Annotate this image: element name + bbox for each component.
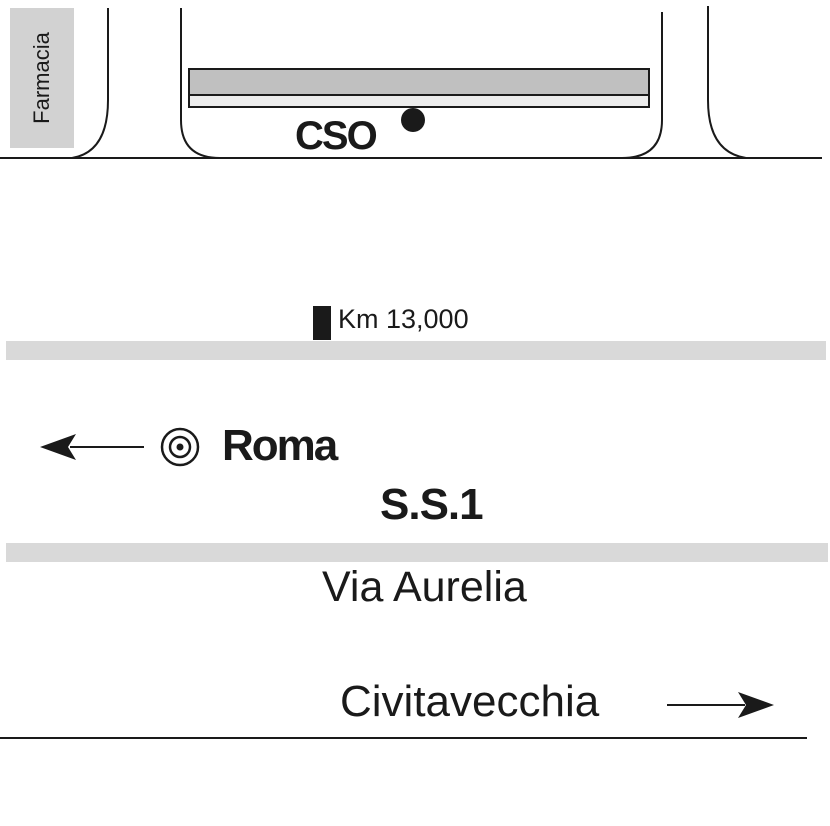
- left-corner-curve: [71, 8, 109, 159]
- road-edge-top: [6, 341, 826, 360]
- street-name-label: Via Aurelia: [322, 563, 527, 611]
- station-outline: [180, 8, 663, 159]
- station-label: CSO: [295, 114, 378, 158]
- filled-circle-icon: [401, 108, 425, 132]
- arrow-left-icon: [40, 434, 144, 460]
- destination-right-label: Civitavecchia: [340, 677, 600, 726]
- road-number-label: S.S.1: [380, 480, 484, 529]
- right-corner-curve: [707, 6, 747, 159]
- arrow-right-icon: [667, 692, 774, 718]
- road-edge-bottom: [6, 543, 828, 562]
- station-canopy: [188, 68, 650, 96]
- station-canopy-strip: [188, 94, 650, 108]
- pharmacy-block: Farmacia: [10, 8, 74, 148]
- bullseye-icon: [160, 427, 200, 467]
- km-marker-label: Km 13,000: [338, 304, 469, 334]
- pharmacy-label: Farmacia: [29, 32, 54, 124]
- destination-left-label: Roma: [222, 421, 338, 470]
- km-post-icon: [313, 306, 331, 340]
